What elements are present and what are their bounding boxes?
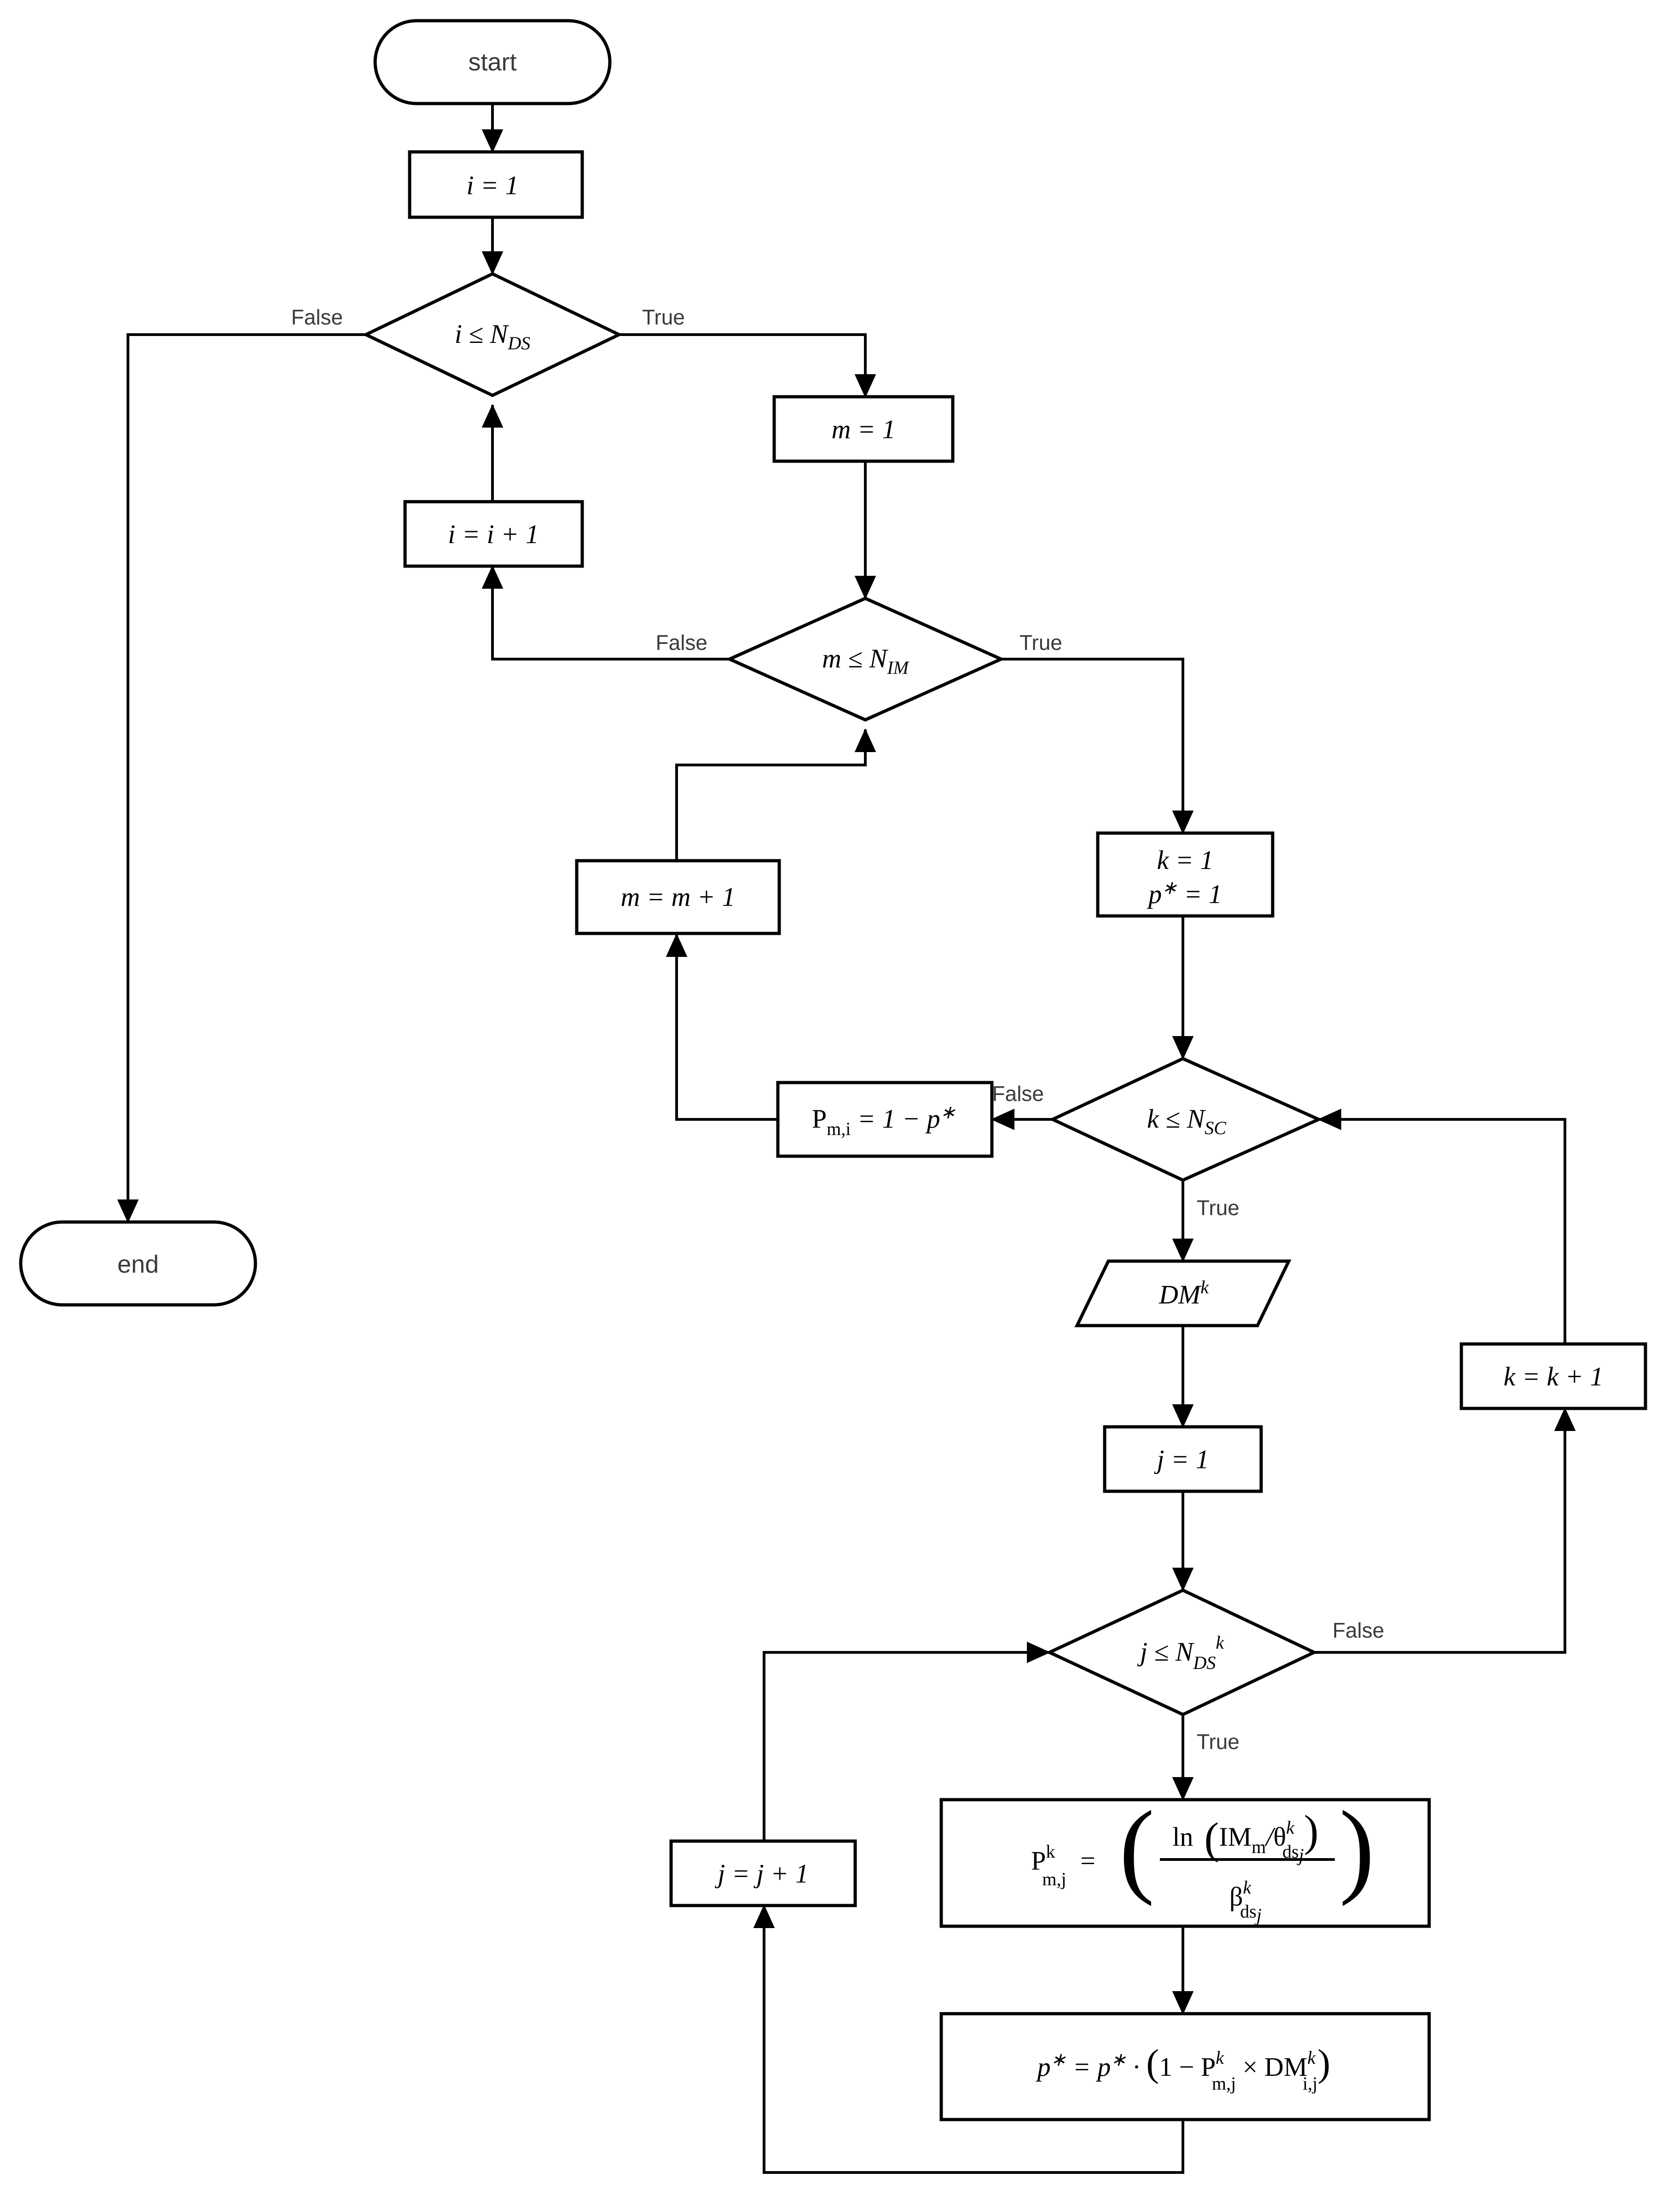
node-k-init xyxy=(1096,831,1274,918)
node-pstar-update xyxy=(939,2012,1431,2121)
node-m-init-label: m = 1 xyxy=(831,414,895,444)
edge-icond-false-to-end xyxy=(117,333,366,1223)
edge-label-i-false: False xyxy=(291,305,343,329)
edge-icond-true-to-minit xyxy=(619,333,876,398)
edge-mcond-true-to-kinit xyxy=(1001,658,1194,834)
node-m-incr xyxy=(575,859,781,935)
node-j-incr-label: j = j + 1 xyxy=(714,1859,809,1888)
node-m-cond xyxy=(725,597,1005,722)
edge-label-j-true: True xyxy=(1197,1730,1240,1754)
edge-label-k-false: False xyxy=(992,1082,1044,1106)
node-k-incr-label: k = k + 1 xyxy=(1504,1361,1604,1391)
node-j-cond xyxy=(1045,1588,1318,1716)
node-p-formula xyxy=(939,1798,1431,1928)
node-m-init xyxy=(772,395,955,463)
edge-label-i-true: True xyxy=(642,305,685,329)
edge-pstar-loop-to-jcond xyxy=(763,1641,1184,2174)
edge-mincr-to-mcond xyxy=(675,728,876,861)
node-k-init-line2: p∗ = 1 xyxy=(1147,877,1222,909)
node-start-label: start xyxy=(468,48,516,76)
node-k-init-line1: k = 1 xyxy=(1157,845,1214,875)
edge-pmi-to-mincr xyxy=(666,933,778,1121)
edge-label-m-false: False xyxy=(656,631,707,655)
node-m-cond-label: m ≤ NIM xyxy=(822,643,910,678)
node-m-incr-label: m = m + 1 xyxy=(620,882,735,912)
node-i-cond xyxy=(362,272,623,397)
node-end xyxy=(19,1220,257,1307)
node-start xyxy=(373,19,612,105)
node-end-label: end xyxy=(117,1251,159,1278)
node-j-cond-label: j ≤ NDSk xyxy=(1137,1632,1225,1673)
node-pmi xyxy=(776,1081,994,1158)
node-i-init xyxy=(408,150,584,219)
node-p-formula-paren-open: ( xyxy=(1119,1789,1155,1906)
edge-label-k-true: True xyxy=(1197,1196,1240,1220)
edge-label-j-false: False xyxy=(1332,1618,1384,1642)
node-p-formula-paren-close: ) xyxy=(1339,1789,1375,1906)
edge-kincr-to-kcond xyxy=(1317,1108,1566,1344)
node-k-cond xyxy=(1049,1057,1323,1182)
node-j-incr xyxy=(669,1839,857,1907)
edge-jcond-false-to-kincr xyxy=(1314,1407,1576,1654)
edge-label-m-true: True xyxy=(1020,631,1062,655)
node-j-init-label: j = 1 xyxy=(1153,1444,1209,1474)
edge-mcond-false-to-iincr xyxy=(481,565,730,660)
node-i-incr-label: i = i + 1 xyxy=(448,519,539,549)
node-i-init-label: i = 1 xyxy=(466,170,518,200)
node-dmk xyxy=(1074,1259,1292,1327)
node-i-incr xyxy=(403,500,584,568)
node-dmk-label: DMk xyxy=(1159,1277,1209,1309)
node-pmi-label: Pm,i = 1 − p∗ xyxy=(812,1102,956,1139)
node-j-init xyxy=(1103,1425,1263,1493)
node-i-cond-label: i ≤ NDS xyxy=(455,319,531,353)
node-k-cond-label: k ≤ NSC xyxy=(1147,1104,1227,1138)
node-k-incr xyxy=(1460,1342,1647,1410)
